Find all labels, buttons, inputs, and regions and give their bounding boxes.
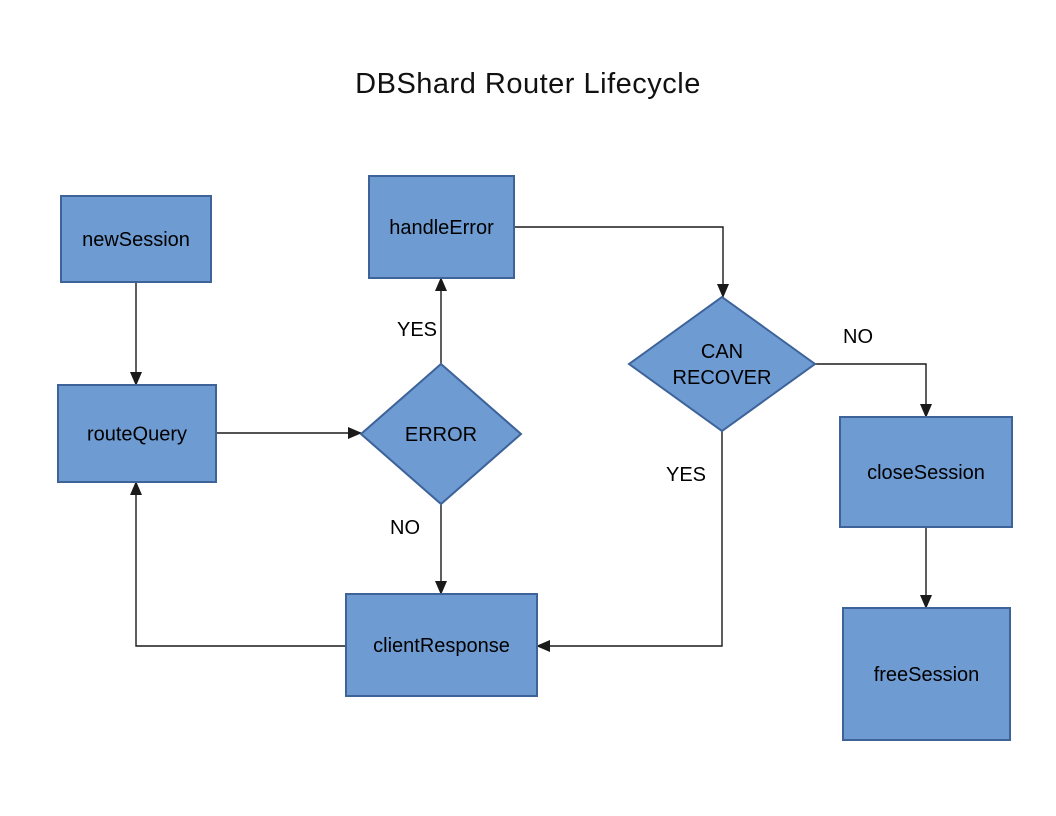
node-shape-closeSession (839, 416, 1013, 528)
node-shape-canRecover (627, 295, 817, 433)
node-shape-error (359, 362, 523, 506)
node-freeSession: freeSession (842, 607, 1011, 741)
edge-label-canRecover-to-closeSession: NO (843, 326, 873, 348)
node-closeSession: closeSession (839, 416, 1013, 528)
node-shape-freeSession (842, 607, 1011, 741)
node-label-error: ERROR (405, 424, 477, 446)
edge-label-error-to-handleError: YES (397, 319, 437, 341)
node-shape-newSession (60, 195, 212, 283)
node-clientResponse: clientResponse (345, 593, 538, 697)
node-shape-handleError (368, 175, 515, 279)
node-routeQuery: routeQuery (57, 384, 217, 483)
edge-handleError-to-canRecover (514, 226, 729, 298)
edges-layer (130, 226, 932, 652)
edge-canRecover-to-closeSession (815, 363, 932, 418)
edge-clientResponse-to-routeQuery (130, 481, 346, 647)
node-newSession: newSession (60, 195, 212, 283)
edge-label-canRecover-to-clientResponse: YES (666, 464, 706, 486)
node-shape-clientResponse (345, 593, 538, 697)
edge-label-error-to-clientResponse: NO (390, 517, 420, 539)
node-label-routeQuery: routeQuery (87, 424, 187, 446)
node-handleError: handleError (368, 175, 515, 279)
edge-canRecover-to-clientResponse (536, 431, 723, 652)
node-label-freeSession: freeSession (874, 664, 980, 686)
edge-labels-layer: YES NO NO YES (390, 319, 873, 539)
node-label-closeSession: closeSession (867, 462, 985, 484)
node-label-newSession: newSession (82, 229, 190, 251)
diagram-title: DBShard Router Lifecycle (355, 68, 701, 100)
node-error: ERROR (359, 362, 523, 506)
node-label-clientResponse: clientResponse (373, 635, 510, 657)
node-shape-routeQuery (57, 384, 217, 483)
node-label-handleError: handleError (389, 217, 494, 239)
